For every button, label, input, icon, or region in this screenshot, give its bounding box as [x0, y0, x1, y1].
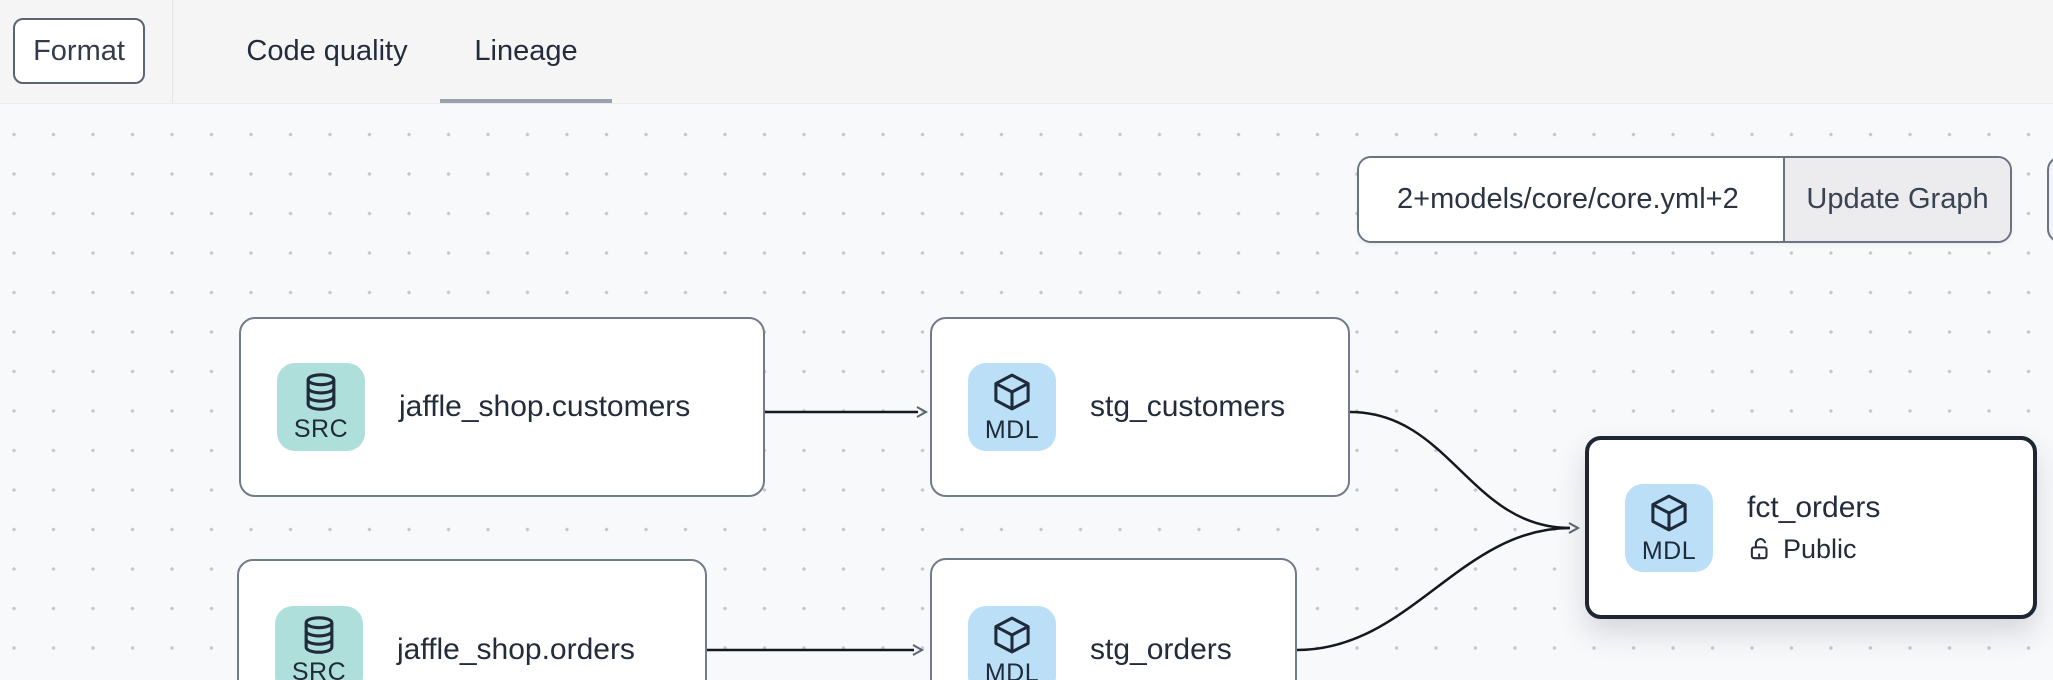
model-icon-box: MDL: [968, 363, 1056, 451]
node-label: stg_orders: [1090, 632, 1232, 666]
node-label: fct_orders: [1747, 490, 1881, 524]
node-label: stg_customers: [1090, 390, 1286, 423]
cube-icon: [994, 373, 1030, 411]
database-icon: [304, 616, 334, 654]
tab-code-quality[interactable]: Code quality: [246, 35, 408, 67]
node-jaffle-shop-customers[interactable]: SRC jaffle_shop.customers: [239, 317, 765, 497]
source-icon-box: SRC: [275, 606, 363, 680]
format-button[interactable]: Format: [13, 18, 145, 84]
node-stg-customers[interactable]: MDL stg_customers: [930, 317, 1350, 497]
header-divider: [172, 0, 173, 103]
node-type-badge: SRC: [293, 415, 349, 443]
database-icon: [306, 373, 336, 411]
model-icon-box: MDL: [1625, 483, 1713, 572]
access-label: Public: [1783, 533, 1857, 564]
node-type-badge: MDL: [1641, 536, 1697, 565]
node-stg-orders[interactable]: MDL stg_orders: [930, 558, 1297, 680]
cube-icon: [994, 616, 1030, 653]
selector-toolbar: Update Graph: [1357, 156, 2012, 243]
tab-lineage[interactable]: Lineage: [474, 35, 578, 67]
update-graph-button[interactable]: Update Graph: [1783, 158, 2010, 241]
selector-input[interactable]: [1359, 158, 1783, 241]
cube-icon: [1651, 494, 1687, 531]
node-label: jaffle_shop.customers: [399, 390, 691, 423]
node-type-badge: MDL: [984, 658, 1040, 680]
node-fct-orders[interactable]: MDL fct_orders Public: [1585, 436, 2037, 619]
active-tab-underline: [440, 99, 612, 103]
lock-open-icon: [1750, 538, 1768, 560]
node-label: jaffle_shop.orders: [397, 633, 635, 666]
access-row: Public: [1747, 534, 1880, 565]
node-jaffle-shop-orders[interactable]: SRC jaffle_shop.orders: [237, 559, 707, 680]
model-icon-box: MDL: [968, 605, 1056, 680]
clipped-button[interactable]: [2047, 156, 2053, 243]
top-toolbar: Format Code quality Lineage: [0, 0, 2053, 104]
source-icon-box: SRC: [277, 363, 365, 451]
node-type-badge: SRC: [291, 658, 347, 680]
node-type-badge: MDL: [984, 416, 1040, 444]
